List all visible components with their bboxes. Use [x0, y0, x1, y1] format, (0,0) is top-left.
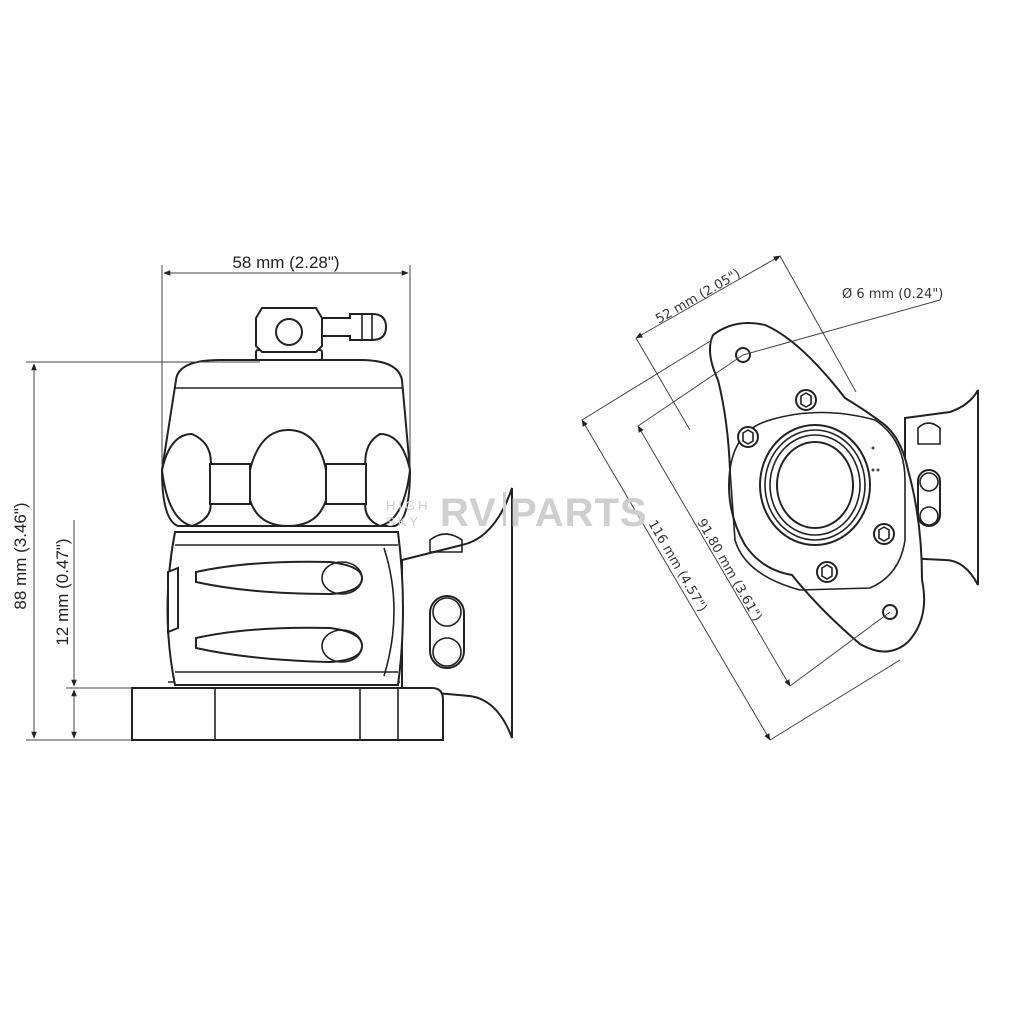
- watermark-rv: RV: [440, 491, 497, 535]
- flange-label: 12 mm (0.47"): [53, 538, 72, 645]
- flange-side-outlet: [904, 389, 979, 586]
- watermark-sky: SKY: [386, 514, 421, 529]
- height-label: 88 mm (3.46"): [11, 502, 30, 609]
- lower-body: [166, 531, 404, 686]
- bolt-4: [816, 561, 838, 583]
- watermark-parts: PARTS: [510, 491, 648, 535]
- front-view: 58 mm (2.28") 88 mm (3.46") 12 mm (0.47"…: [11, 253, 513, 741]
- flange-dimension: 12 mm (0.47"): [53, 520, 132, 739]
- hole-diameter-dimension: Ø 6 mm (0.24"): [742, 287, 943, 356]
- watermark-high: HIGH: [386, 498, 431, 513]
- bolt-1: [795, 389, 817, 411]
- side-outlet: [401, 487, 513, 739]
- bolt-2: [737, 426, 759, 448]
- width-label: 58 mm (2.28"): [232, 253, 339, 272]
- height-dimension: 88 mm (3.46"): [11, 361, 260, 741]
- bolt-3: [873, 523, 895, 545]
- base-flange: [131, 681, 444, 741]
- width-dimension: 58 mm (2.28"): [161, 253, 411, 470]
- hole-diameter-label: Ø 6 mm (0.24"): [842, 287, 943, 302]
- upper-cap: [160, 359, 412, 528]
- flange-width-label: 52 mm (2.05"): [653, 267, 743, 328]
- top-fitting: [255, 307, 388, 361]
- watermark: HIGH SKY RV PARTS: [386, 491, 648, 535]
